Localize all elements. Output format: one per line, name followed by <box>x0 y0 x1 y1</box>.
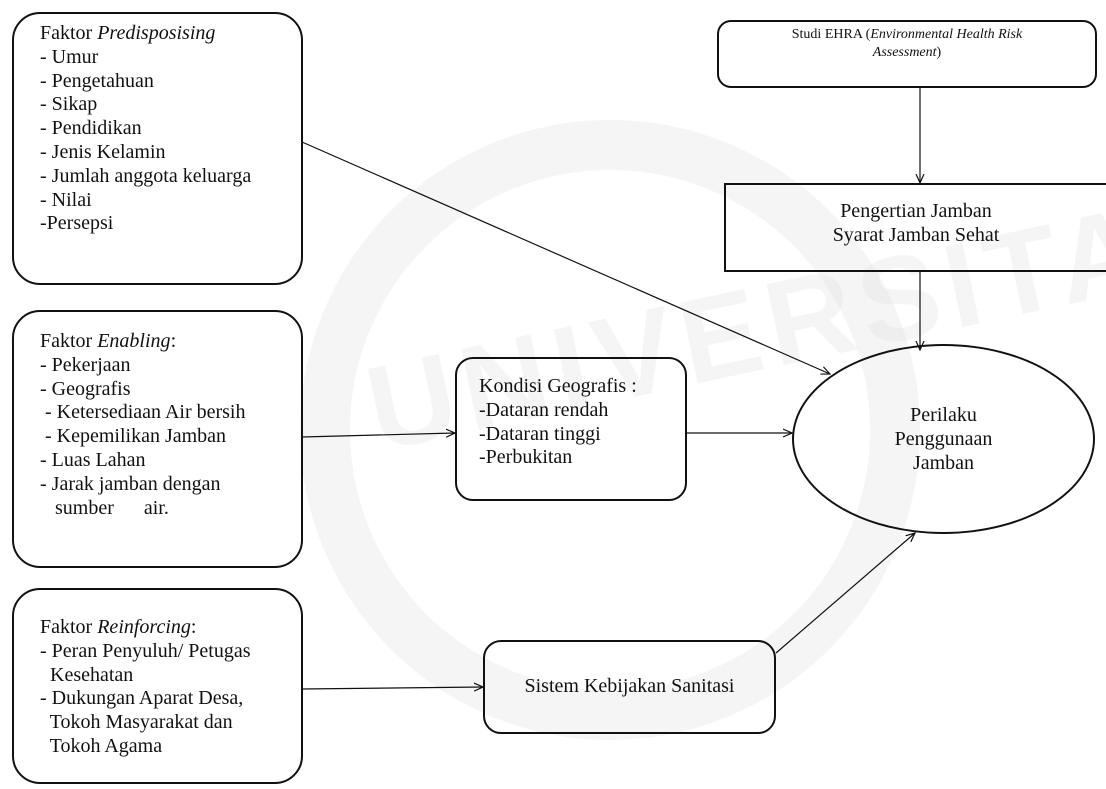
node-predisposing: Faktor Predisposising - Umur - Pengetahu… <box>12 12 303 285</box>
node-ehra: Studi EHRA (Environmental Health Risk As… <box>717 20 1097 88</box>
kondisi-item: -Dataran rendah <box>479 398 609 421</box>
reinforcing-item: Kesehatan <box>40 663 134 686</box>
perilaku-line-2: Penggunaan <box>894 428 993 450</box>
predisposing-item: - Jenis Kelamin <box>40 140 166 163</box>
predisposing-item: - Umur <box>40 45 99 68</box>
node-reinforcing: Faktor Reinforcing: - Peran Penyuluh/ Pe… <box>12 588 303 784</box>
reinforcing-item: Tokoh Masyarakat dan <box>40 711 233 734</box>
pengertian-line-2: Syarat Jamban Sehat <box>832 224 1000 246</box>
node-kondisi-geografis: Kondisi Geografis : -Dataran rendah -Dat… <box>455 357 687 501</box>
predisposing-title: Faktor Predisposising <box>40 22 216 44</box>
predisposing-item: - Nilai <box>40 188 92 211</box>
enabling-item: - Geografis <box>40 377 131 400</box>
kondisi-item: -Perbukitan <box>479 446 573 469</box>
enabling-item: sumber air. <box>40 496 169 519</box>
ehra-prefix: Studi EHRA ( <box>791 27 871 42</box>
predisposing-item: - Jumlah anggota keluarga <box>40 164 252 187</box>
ehra-suffix: ) <box>936 45 942 60</box>
pengertian-line-1: Pengertian Jamban <box>840 200 992 222</box>
node-enabling: Faktor Enabling: - Pekerjaan - Geografis… <box>12 310 303 568</box>
kondisi-item: -Dataran tinggi <box>479 422 601 445</box>
kondisi-title: Kondisi Geografis : <box>479 375 637 397</box>
reinforcing-item: - Dukungan Aparat Desa, <box>40 687 244 710</box>
enabling-item: - Jarak jamban dengan <box>40 472 221 495</box>
ehra-emphasis-1: Environmental Health Risk <box>870 27 1023 42</box>
edge-kebijakan-to-perilaku <box>775 533 915 654</box>
enabling-item: - Pekerjaan <box>40 353 131 376</box>
edge-enabling-to-kondisi <box>301 433 455 437</box>
node-pengertian: Pengertian Jamban Syarat Jamban Sehat <box>724 183 1106 272</box>
kebijakan-label: Sistem Kebijakan Sanitasi <box>524 675 735 698</box>
node-perilaku: Perilaku Penggunaan Jamban <box>792 344 1095 534</box>
edge-reinforcing-to-kebijakan <box>301 687 483 689</box>
enabling-title: Faktor Enabling: <box>40 330 177 352</box>
perilaku-line-1: Perilaku <box>910 404 977 426</box>
edge-predisposing-to-perilaku <box>301 141 830 374</box>
predisposing-item: -Persepsi <box>40 212 114 235</box>
predisposing-item: - Pendidikan <box>40 117 142 140</box>
reinforcing-item: - Peran Penyuluh/ Petugas <box>40 639 251 662</box>
enabling-item: - Ketersediaan Air bersih <box>40 401 246 424</box>
predisposing-item: - Sikap <box>40 93 98 116</box>
ehra-emphasis-2: Assessment <box>872 45 937 60</box>
node-kebijakan-sanitasi: Sistem Kebijakan Sanitasi <box>483 640 776 734</box>
reinforcing-item: Tokoh Agama <box>40 734 163 757</box>
perilaku-line-3: Jamban <box>912 452 975 474</box>
enabling-item: - Luas Lahan <box>40 448 146 471</box>
enabling-item: - Kepemilikan Jamban <box>40 425 227 448</box>
predisposing-item: - Pengetahuan <box>40 69 154 92</box>
reinforcing-title: Faktor Reinforcing: <box>40 616 197 638</box>
